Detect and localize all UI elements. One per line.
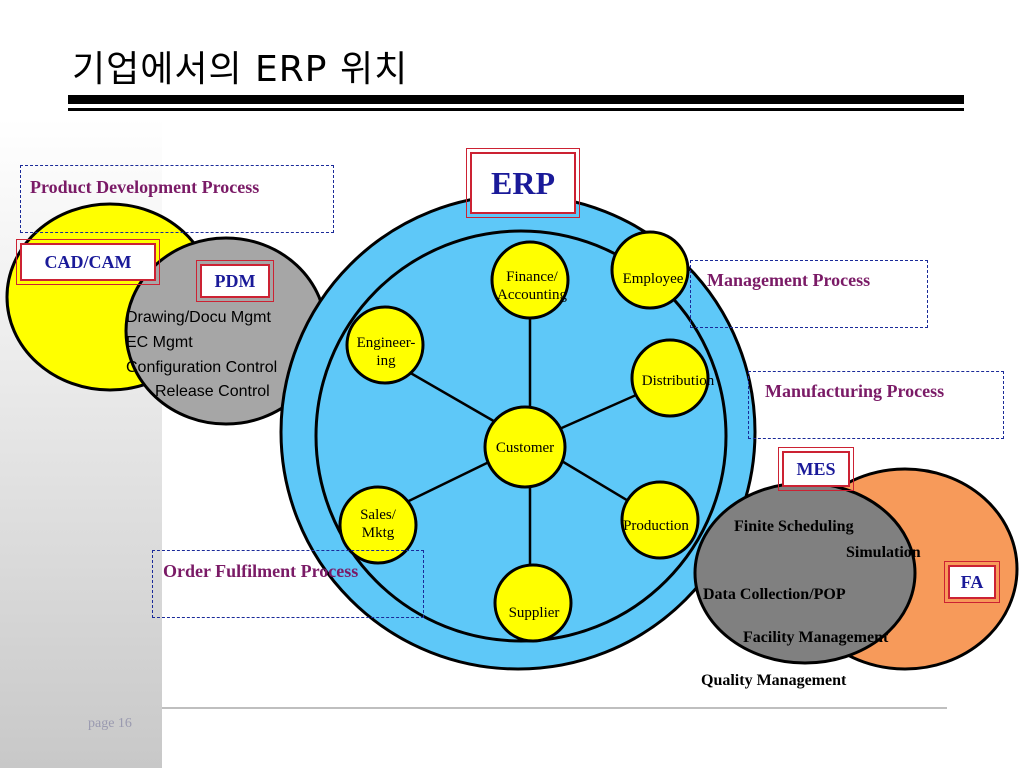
title-rule-thin bbox=[68, 108, 964, 111]
node-finance-line1: Finance/ bbox=[506, 269, 558, 285]
node-sales-circle bbox=[338, 485, 418, 565]
order-process-box bbox=[152, 550, 424, 618]
mes-item-quality-management: Quality Management bbox=[701, 672, 847, 689]
node-production: Production bbox=[623, 518, 689, 534]
node-customer-circle bbox=[483, 405, 567, 489]
manufacturing-process-label: Manufacturing Process bbox=[765, 381, 945, 401]
product-dev-process-label: Product Development Process bbox=[30, 177, 260, 197]
node-finance-circle bbox=[490, 240, 570, 320]
node-production-circle bbox=[620, 480, 700, 560]
node-sales-line1: Sales/ bbox=[360, 507, 396, 523]
node-engineering-line1: Engineer- bbox=[356, 335, 416, 351]
node-engineering-line2: ing bbox=[376, 353, 396, 369]
node-supplier: Supplier bbox=[508, 605, 560, 621]
node-sales-line2: Mktg bbox=[361, 525, 395, 541]
management-process-label: Management Process bbox=[707, 270, 871, 290]
node-customer: Customer bbox=[495, 440, 555, 456]
mes-item-finite-scheduling: Finite Scheduling bbox=[734, 518, 854, 535]
manufacturing-process-box bbox=[748, 371, 1004, 439]
title-rule-thick bbox=[68, 95, 964, 104]
mes-item-data-collection: Data Collection/POP bbox=[703, 586, 846, 603]
node-finance: Finance/ Accounting bbox=[480, 268, 584, 304]
mes-item-simulation: Simulation bbox=[846, 544, 921, 561]
node-distribution: Distribution bbox=[641, 373, 715, 389]
order-process-label: Order Fulfilment Process bbox=[163, 561, 359, 581]
pdm-item-drawing: Drawing/Docu Mgmt bbox=[126, 309, 271, 326]
page-number: page 16 bbox=[88, 716, 132, 731]
node-engineering-circle bbox=[345, 305, 425, 385]
cadcam-label-box: CAD/CAM bbox=[16, 239, 160, 285]
management-process-box bbox=[690, 260, 928, 328]
erp-inner-ring bbox=[314, 229, 728, 643]
mes-item-facility-management: Facility Management bbox=[743, 629, 889, 646]
erp-label-box: ERP bbox=[466, 148, 580, 218]
node-supplier-circle bbox=[493, 563, 573, 643]
node-finance-line2: Accounting bbox=[497, 287, 567, 303]
footer-rule bbox=[162, 707, 947, 709]
pdm-label-box: PDM bbox=[196, 260, 274, 302]
node-employee: Employee bbox=[622, 271, 684, 287]
node-employee-circle bbox=[610, 230, 690, 310]
pdm-item-configuration: Configuration Control bbox=[126, 359, 278, 376]
pdm-item-release: Release Control bbox=[155, 383, 270, 400]
node-engineering: Engineer- ing bbox=[340, 334, 432, 370]
fa-label-box: FA bbox=[944, 561, 1000, 603]
mes-label-box: MES bbox=[778, 447, 854, 491]
node-sales: Sales/ Mktg bbox=[334, 506, 422, 542]
page-title: 기업에서의 ERP 위치 bbox=[72, 49, 409, 90]
node-distribution-circle bbox=[630, 338, 710, 418]
pdm-item-ec: EC Mgmt bbox=[126, 334, 193, 351]
product-dev-process-box bbox=[20, 165, 334, 233]
